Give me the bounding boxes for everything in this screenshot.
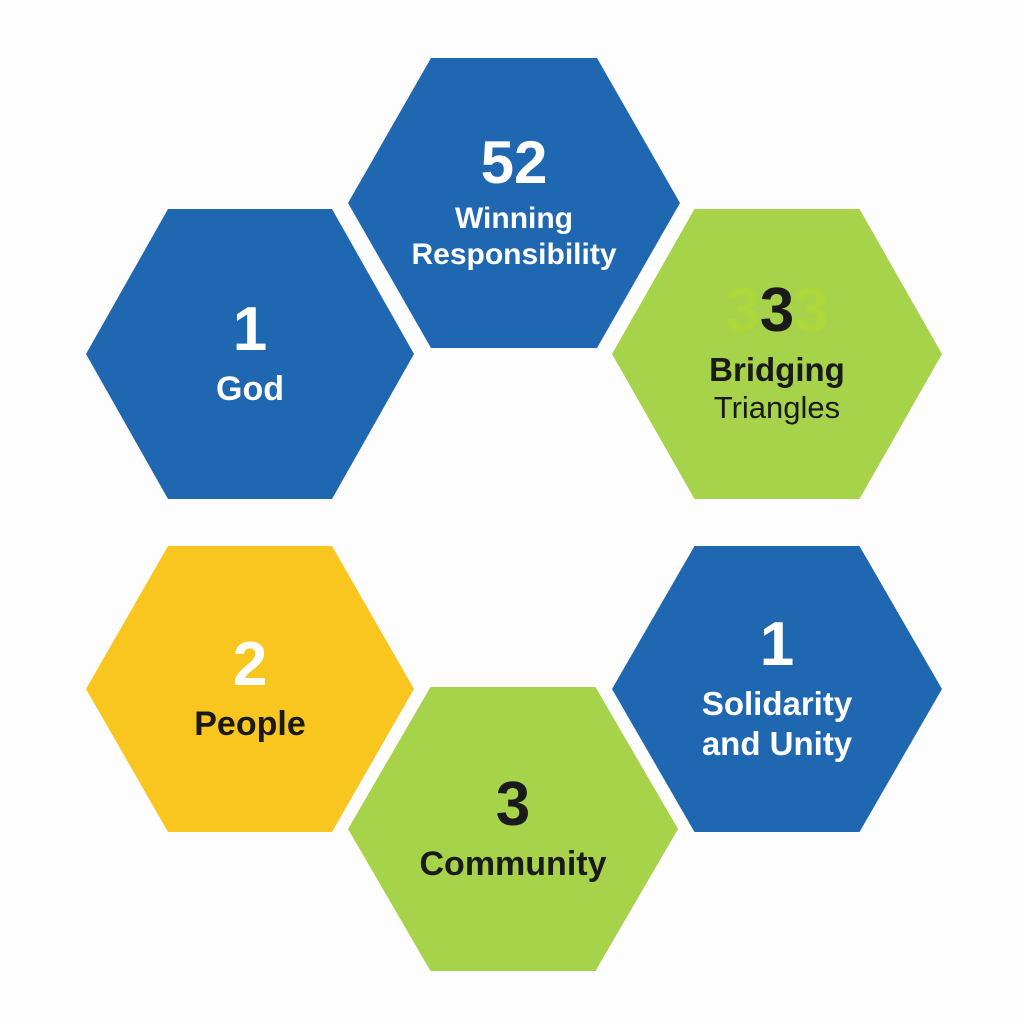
hexagon-label-line1: God xyxy=(216,369,284,408)
hexagon-bridging-triangles: 333 Bridging Triangles xyxy=(612,209,942,499)
hexagon-number: 52 xyxy=(480,129,548,196)
hexagon-label-line1: Solidarity xyxy=(701,685,853,723)
hexagon-label-line2: and Unity xyxy=(701,725,853,762)
hexagon-community: 3 Community xyxy=(348,687,678,971)
hexagon-number: 3 xyxy=(759,275,795,345)
hexagon-number-group: 333 xyxy=(725,279,828,342)
hexagon-label-line1: Bridging xyxy=(709,350,845,388)
hexagon-label-line2: Triangles xyxy=(713,390,841,426)
hexagon-winning-responsibility: 52 Winning Responsibility xyxy=(348,58,680,348)
hexagon-label-line1: Community xyxy=(419,844,607,883)
hexagon-people: 2 People xyxy=(86,546,414,832)
hexagon-number: 1 xyxy=(759,610,795,680)
hexagon-solidarity-unity: 1 Solidarity and Unity xyxy=(612,546,942,832)
hexagon-number: 3 xyxy=(495,769,531,839)
hexagon-label-line1: Winning xyxy=(454,202,574,235)
hexagon-label-line1: People xyxy=(194,704,306,743)
hexagon-label-line2: Responsibility xyxy=(411,238,617,271)
hexagon-number-ghost-right: 3 xyxy=(794,275,829,345)
hexagon-number-ghost-left: 3 xyxy=(725,275,760,345)
hexagon-number: 1 xyxy=(232,294,268,364)
hexagon-god: 1 God xyxy=(86,209,414,499)
hexagon-number: 2 xyxy=(232,629,268,699)
